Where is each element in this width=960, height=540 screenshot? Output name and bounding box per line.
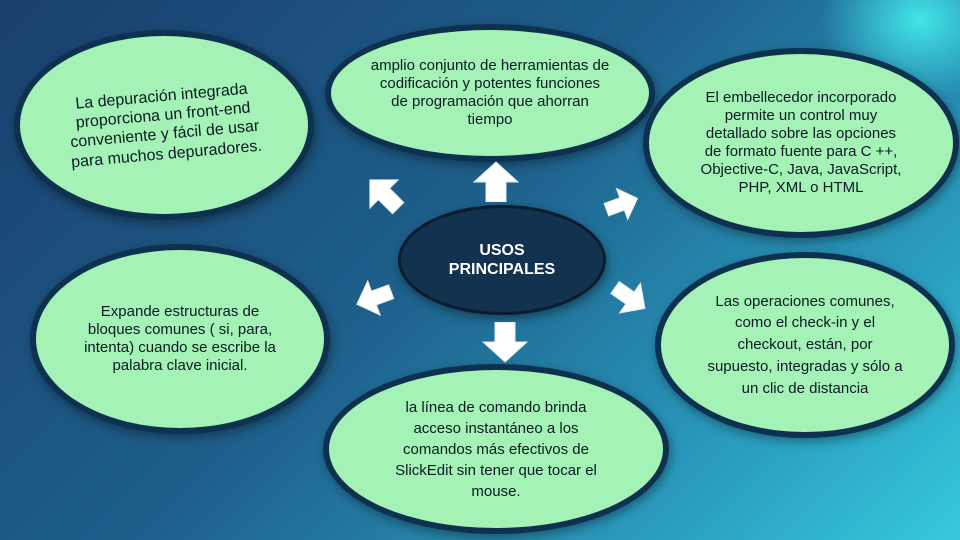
node-middle-right-text: Las operaciones comunes, como el check-i… — [707, 292, 903, 397]
node-middle-right: Las operaciones comunes, como el check-i… — [655, 252, 955, 438]
node-middle-left: Expande estructuras de bloques comunes (… — [30, 244, 330, 434]
node-bottom: la línea de comando brinda acceso instan… — [323, 364, 669, 534]
node-top-right-text: El embellecedor incorporado permite un c… — [700, 89, 902, 196]
arrow-left-icon — [356, 279, 395, 317]
node-bottom-text: la línea de comando brinda acceso instan… — [395, 398, 597, 500]
arrow-up-left-icon — [369, 179, 405, 215]
center-node-label: USOS PRINCIPALES — [448, 241, 556, 278]
node-top-right: El embellecedor incorporado permite un c… — [643, 48, 959, 238]
arrow-down-right-icon — [610, 280, 646, 314]
node-top-text: amplio conjunto de herramientas de codif… — [370, 57, 610, 128]
arrow-up-icon — [472, 161, 520, 202]
arrow-down-icon — [481, 322, 529, 363]
node-top: amplio conjunto de herramientas de codif… — [325, 24, 655, 162]
center-node: USOS PRINCIPALES — [398, 205, 606, 315]
node-top-left-text: La depuración integrada proporciona un f… — [69, 80, 263, 171]
node-middle-left-text: Expande estructuras de bloques comunes (… — [84, 303, 276, 374]
node-top-left: La depuración integrada proporciona un f… — [14, 30, 314, 220]
arrow-up-right-icon — [603, 187, 639, 221]
